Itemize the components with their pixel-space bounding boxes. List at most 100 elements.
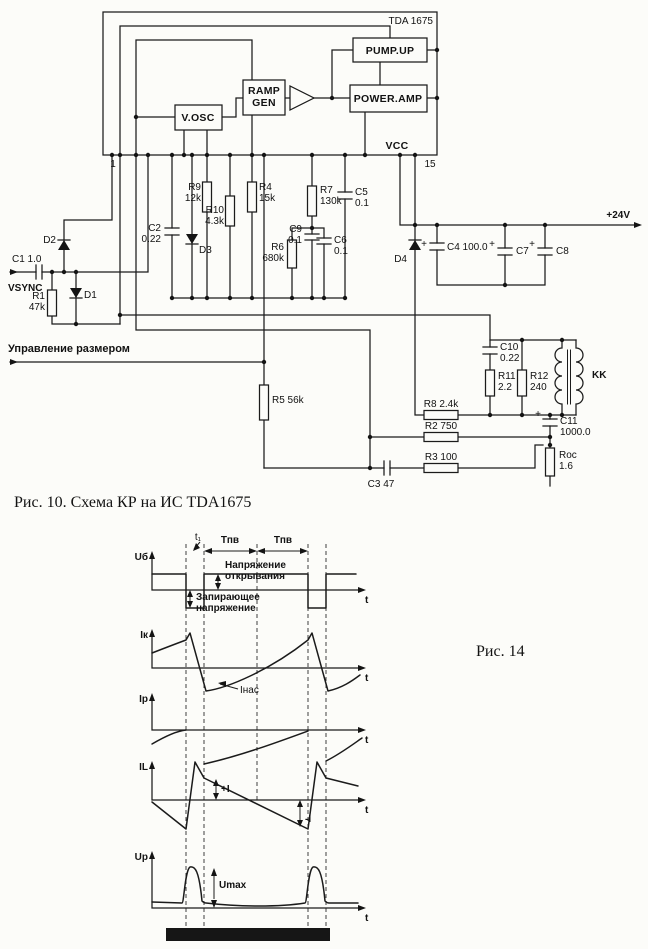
label-r12-value: 240 [530, 382, 547, 393]
junction-dots [49, 47, 565, 471]
diode-d3-icon [186, 234, 198, 244]
resistor-r1 [46, 289, 58, 317]
label-blocking-voltage-2: напряжение [196, 603, 256, 614]
label-coil-kk: KK [592, 370, 607, 381]
resistor-roc [544, 447, 556, 477]
bottom-bar [166, 928, 330, 941]
v-osc-label: V.OSC [181, 112, 214, 124]
figure10-caption: Рис. 10. Схема КР на ИС TDA1675 [14, 494, 251, 511]
label-c9: C9 [289, 224, 302, 235]
label-d4: D4 [394, 254, 407, 265]
label-c6-value: 0.1 [334, 246, 348, 257]
waveform-il: +I -I [151, 761, 359, 830]
label-c10: C10 [500, 342, 519, 353]
figure14-caption: Рис. 14 [476, 643, 525, 660]
timing-annotations: t₁ Тпв Тпв [193, 532, 308, 554]
label-r12: R12 [530, 371, 549, 382]
label-t-forward-2: Тпв [274, 535, 292, 546]
label-c8: C8 [556, 246, 569, 257]
resistor-r5 [258, 384, 270, 421]
ramp-gen-label-1: RAMP [248, 85, 280, 97]
label-c7: C7 [516, 246, 529, 257]
c11-plus-sign: + [535, 409, 541, 420]
label-r1: R1 [32, 291, 45, 302]
label-u-max: Umax [219, 880, 247, 891]
label-c3: C3 47 [368, 479, 395, 490]
t-label-4: t [365, 805, 369, 816]
label-opening-voltage-2: открывания [225, 571, 285, 582]
label-c2-value: 0.22 [142, 234, 162, 245]
power-amp-label: POWER.AMP [354, 93, 423, 105]
waveform-ub: Напряжение открывания Запирающее напряже… [151, 560, 357, 614]
label-minus-i: -I [305, 814, 311, 825]
ic-name: TDA 1675 [389, 16, 434, 27]
diode-d1-icon [70, 288, 82, 298]
resistor-r12 [516, 369, 528, 397]
label-c1: C1 1.0 [12, 254, 42, 265]
t-label-5: t [365, 913, 369, 924]
label-c10-value: 0.22 [500, 353, 520, 364]
resistors [46, 181, 556, 477]
c7-plus-sign: + [489, 239, 495, 250]
signal-arrows [10, 222, 642, 365]
component-labels: C1 1.0 VSYNC D2 D1 R1 47k Управление раз… [8, 182, 630, 490]
label-d3: D3 [199, 245, 212, 256]
ramp-gen-label-2: GEN [252, 97, 276, 109]
axis-label-ub: Uб [135, 551, 148, 563]
label-size-control: Управление размером [8, 343, 130, 355]
label-r1-value: 47k [29, 302, 46, 313]
pump-up-label: PUMP.UP [366, 45, 415, 57]
axis-label-up: Uр [135, 852, 148, 863]
resistor-r3 [423, 462, 459, 474]
diode-d2-icon [58, 240, 70, 250]
label-r4-value: 15k [259, 193, 276, 204]
resistor-r4 [246, 181, 258, 213]
label-r10-value: 4.3k [205, 216, 225, 227]
t-label-3: t [365, 735, 369, 746]
resistor-r10 [224, 195, 236, 227]
axes: Uб Iк Iр IL Uр t t t t t [135, 551, 369, 924]
resistor-r9 [201, 181, 213, 213]
schematic-tda1675: PUMP.UP RAMP GEN POWER.AMP V.OSC VCC TDA… [8, 11, 642, 511]
label-r7: R7 [320, 185, 333, 196]
rail-arrow-icon [634, 222, 642, 228]
label-r7-value: 130k [320, 196, 343, 207]
label-roc: Roc [559, 450, 577, 461]
label-c2: C2 [148, 223, 161, 234]
label-c4: C4 100.0 [447, 242, 488, 253]
label-plus-i: +I [221, 784, 230, 795]
label-vsync: VSYNC [8, 283, 42, 294]
diode-d4-icon [409, 240, 421, 250]
power-amp-block [349, 84, 428, 113]
label-c11-value: 1000.0 [560, 427, 591, 438]
label-r9-value: 12k [185, 193, 202, 204]
resistor-r8 [423, 409, 459, 421]
resistor-r6 [286, 239, 298, 269]
size-arrow-icon [10, 359, 18, 365]
resistor-r2 [423, 431, 459, 443]
waveform-up: Umax [151, 866, 359, 908]
axis-label-ip: Iр [139, 694, 148, 705]
buffer-amp-icon [289, 84, 316, 112]
axis-label-il: IL [139, 762, 148, 773]
ramp-gen-block [242, 79, 286, 116]
c4-plus-sign: + [421, 239, 427, 250]
waveform-ip [151, 729, 363, 765]
label-opening-voltage-1: Напряжение [225, 560, 286, 571]
label-r2: R2 750 [425, 421, 458, 432]
label-r6: R6 [271, 242, 284, 253]
resistor-r7 [306, 185, 318, 217]
label-r11: R11 [498, 371, 516, 382]
v-osc-block [174, 104, 223, 131]
label-c11: C11 [560, 416, 578, 427]
label-r4: R4 [259, 182, 272, 193]
vsync-arrow-icon [10, 269, 18, 275]
diodes [57, 234, 422, 299]
label-d2: D2 [43, 235, 56, 246]
axis-label-ik: Iк [140, 630, 149, 641]
vcc-label: VCC [385, 140, 408, 152]
pin-15: 15 [424, 159, 436, 170]
label-d1: D1 [84, 290, 97, 301]
label-blocking-voltage-1: Запирающее [196, 592, 260, 603]
